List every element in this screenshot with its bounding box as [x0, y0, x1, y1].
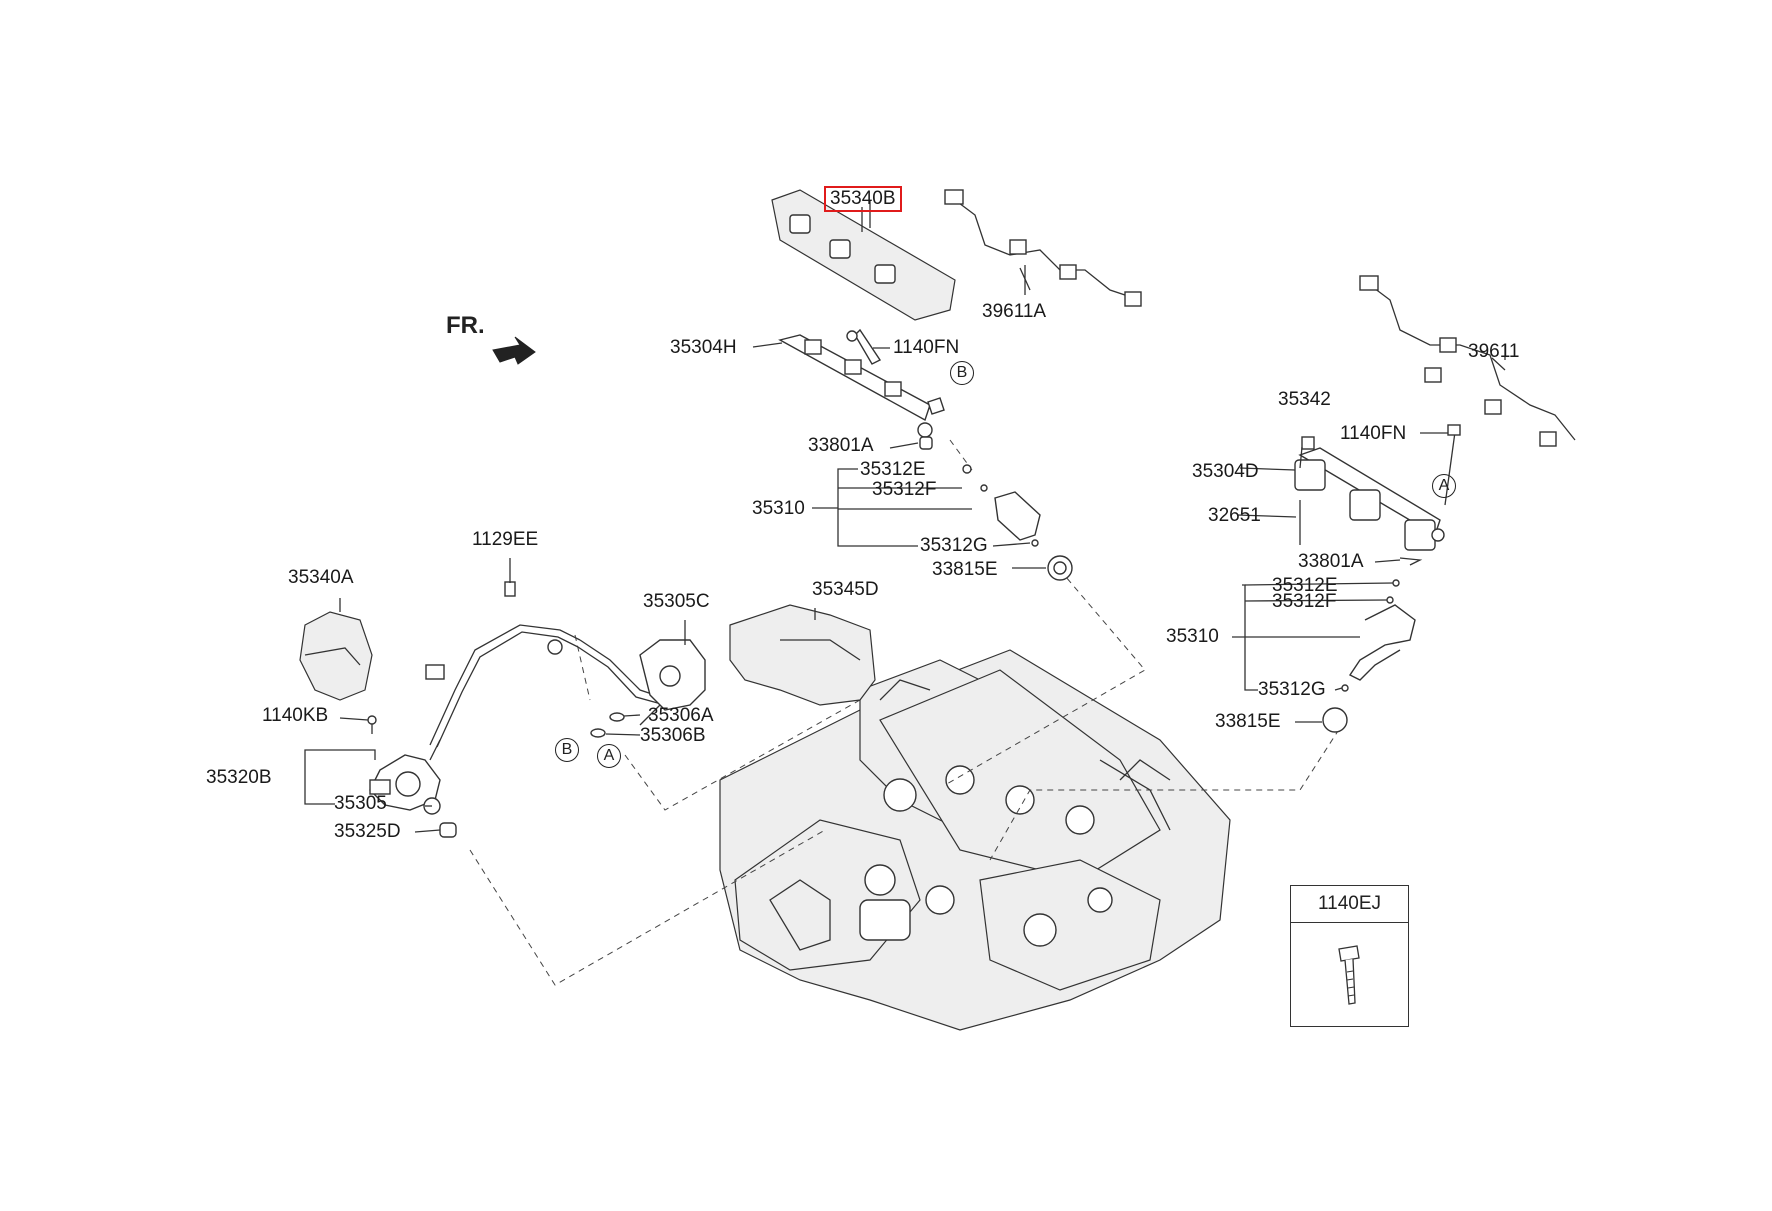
part-label-35320B[interactable]: 35320B [206, 767, 272, 788]
harness-39611A [944, 189, 1142, 307]
part-label-1129EE[interactable]: 1129EE [472, 529, 539, 550]
part-label-35325D[interactable]: 35325D [334, 821, 401, 842]
engine-block [719, 649, 1231, 1031]
part-label-35312F-right[interactable]: 35312F [1272, 591, 1337, 612]
reference-circle-B-top: B [950, 361, 974, 385]
part-label-35312G-top[interactable]: 35312G [920, 535, 988, 556]
part-label-35304D[interactable]: 35304D [1192, 461, 1259, 482]
pump-assembly [299, 581, 876, 838]
bolt-icon [1338, 945, 1360, 1005]
injector-right [1322, 579, 1416, 733]
part-label-35312G-right[interactable]: 35312G [1258, 679, 1326, 700]
part-label-32651[interactable]: 32651 [1208, 505, 1261, 526]
part-label-1140FN-top[interactable]: 1140FN [893, 337, 960, 358]
part-label-35305C[interactable]: 35305C [643, 591, 710, 612]
front-direction-label: FR. [446, 312, 485, 339]
injector-top [919, 436, 1073, 581]
part-label-35306A[interactable]: 35306A [648, 705, 714, 726]
part-label-35306B[interactable]: 35306B [640, 725, 706, 746]
reference-circle-A-right: A [1432, 474, 1456, 498]
reference-circle-B-left: B [555, 738, 579, 762]
harness-39611 [1359, 275, 1576, 447]
fastener-legend-box: 1140EJ [1290, 885, 1409, 1027]
part-label-35340A[interactable]: 35340A [288, 567, 354, 588]
fuel-rail-35304H [778, 328, 945, 438]
leader-lines [304, 207, 1506, 833]
part-label-35312E-top[interactable]: 35312E [860, 459, 926, 480]
part-label-35304H[interactable]: 35304H [670, 337, 737, 358]
fastener-legend-part-number[interactable]: 1140EJ [1291, 886, 1408, 923]
part-label-1140KB[interactable]: 1140KB [262, 705, 329, 726]
part-label-35342[interactable]: 35342 [1278, 389, 1331, 410]
part-label-35310-top[interactable]: 35310 [752, 498, 805, 519]
fuel-rail-35304D [1294, 424, 1461, 566]
part-label-35312E-right[interactable]: 35312E [1272, 575, 1338, 596]
part-label-33801A-right[interactable]: 33801A [1298, 551, 1364, 572]
part-label-35310-right[interactable]: 35310 [1166, 626, 1219, 647]
part-label-39611A[interactable]: 39611A [982, 301, 1047, 322]
part-label-35340B-highlighted[interactable]: 35340B [824, 186, 902, 212]
dashed-leaders [469, 439, 1346, 986]
part-label-33815E-top[interactable]: 33815E [932, 559, 998, 580]
part-label-33815E-right[interactable]: 33815E [1215, 711, 1281, 732]
cover-35340B [771, 189, 956, 321]
part-label-39611[interactable]: 39611 [1468, 341, 1520, 362]
part-label-35305[interactable]: 35305 [334, 793, 387, 814]
part-label-1140FN-right[interactable]: 1140FN [1340, 423, 1407, 444]
part-label-35345D[interactable]: 35345D [812, 579, 879, 600]
part-label-35312F-top[interactable]: 35312F [872, 479, 937, 500]
front-arrow-icon [492, 336, 536, 365]
part-label-33801A-top[interactable]: 33801A [808, 435, 874, 456]
reference-circle-A-left: A [597, 744, 621, 768]
